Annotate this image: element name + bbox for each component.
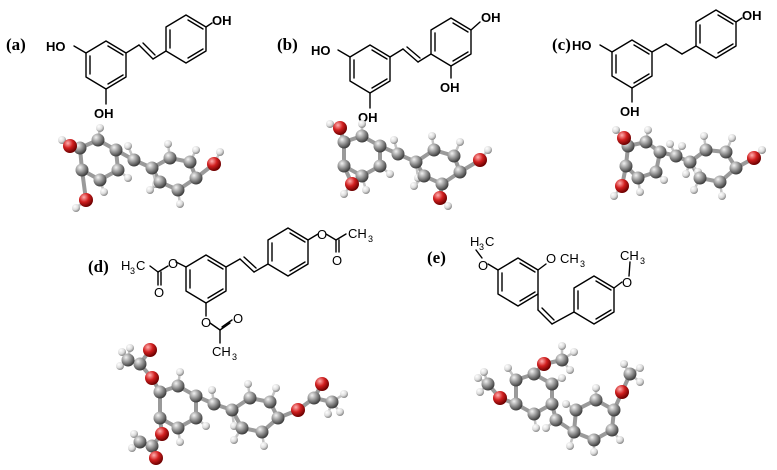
o-carbonyl1-d: O — [154, 285, 164, 300]
panel-c-label: (c) — [552, 35, 571, 54]
ball-stick-c — [610, 126, 766, 200]
methoxy-left-sub-e: 3 — [479, 242, 484, 252]
panel-b-label: (b) — [277, 35, 298, 54]
oh-top-b: HO — [311, 43, 331, 58]
methyl-left-c-d: C — [136, 258, 145, 273]
structure-c — [599, 9, 743, 103]
panel-b: (b) HO OH OH OH — [277, 10, 501, 210]
oh-top-c: HO — [572, 38, 592, 53]
structure-d — [149, 227, 347, 344]
o-ester2-d: O — [201, 315, 211, 330]
methoxy-para-o-e: O — [622, 275, 632, 290]
panel-e-label: (e) — [427, 248, 446, 267]
structure-a — [73, 14, 213, 105]
methoxy-left-h-e: H — [470, 234, 479, 249]
panel-a: (a) HO OH OH — [6, 13, 232, 212]
oh-right-b: OH — [481, 10, 501, 25]
oh-bottom-c: OH — [620, 104, 640, 119]
methoxy-right-o-e: O — [546, 251, 556, 266]
oh-top-a: HO — [46, 39, 66, 54]
o-ester1-d: O — [168, 256, 178, 271]
methyl-left-h-d: H — [121, 258, 130, 273]
oh-right-a: OH — [212, 13, 232, 28]
methoxy-left-c-e: C — [485, 234, 494, 249]
panel-e: (e) H 3 C O O CH 3 CH 3 O — [427, 234, 645, 456]
o-ester3-d: O — [317, 227, 327, 242]
methyl-right-sub-d: 3 — [368, 234, 373, 244]
methoxy-left-o-e: O — [478, 258, 488, 273]
methoxy-right-ch-e: CH — [560, 251, 579, 266]
ball-stick-e — [474, 342, 644, 456]
methoxy-right-sub-e: 3 — [580, 259, 585, 269]
ball-stick-b — [326, 120, 492, 210]
structure-e — [475, 249, 631, 325]
panel-c: (c) HO OH OH — [552, 8, 766, 200]
oh-bottom-a: OH — [94, 106, 114, 121]
methyl-right-d: CH — [348, 226, 367, 241]
ball-stick-a — [58, 124, 224, 212]
methyl-left-sub-d: 3 — [130, 266, 135, 276]
methyl-bottom-sub-d: 3 — [232, 352, 237, 362]
structure-b — [337, 17, 481, 109]
oh-ortho-b: OH — [440, 80, 460, 95]
methoxy-para-sub-e: 3 — [640, 256, 645, 266]
panel-a-label: (a) — [6, 35, 26, 54]
panel-d: (d) — [88, 226, 373, 465]
o-carbonyl3-d: O — [332, 253, 342, 268]
ball-stick-d — [116, 343, 348, 465]
oh-right-c: OH — [742, 8, 762, 23]
methoxy-para-ch-e: CH — [620, 248, 639, 263]
o-carbonyl2-d: O — [233, 311, 243, 326]
panel-d-label: (d) — [88, 257, 109, 276]
methyl-bottom-d: CH — [212, 344, 231, 359]
